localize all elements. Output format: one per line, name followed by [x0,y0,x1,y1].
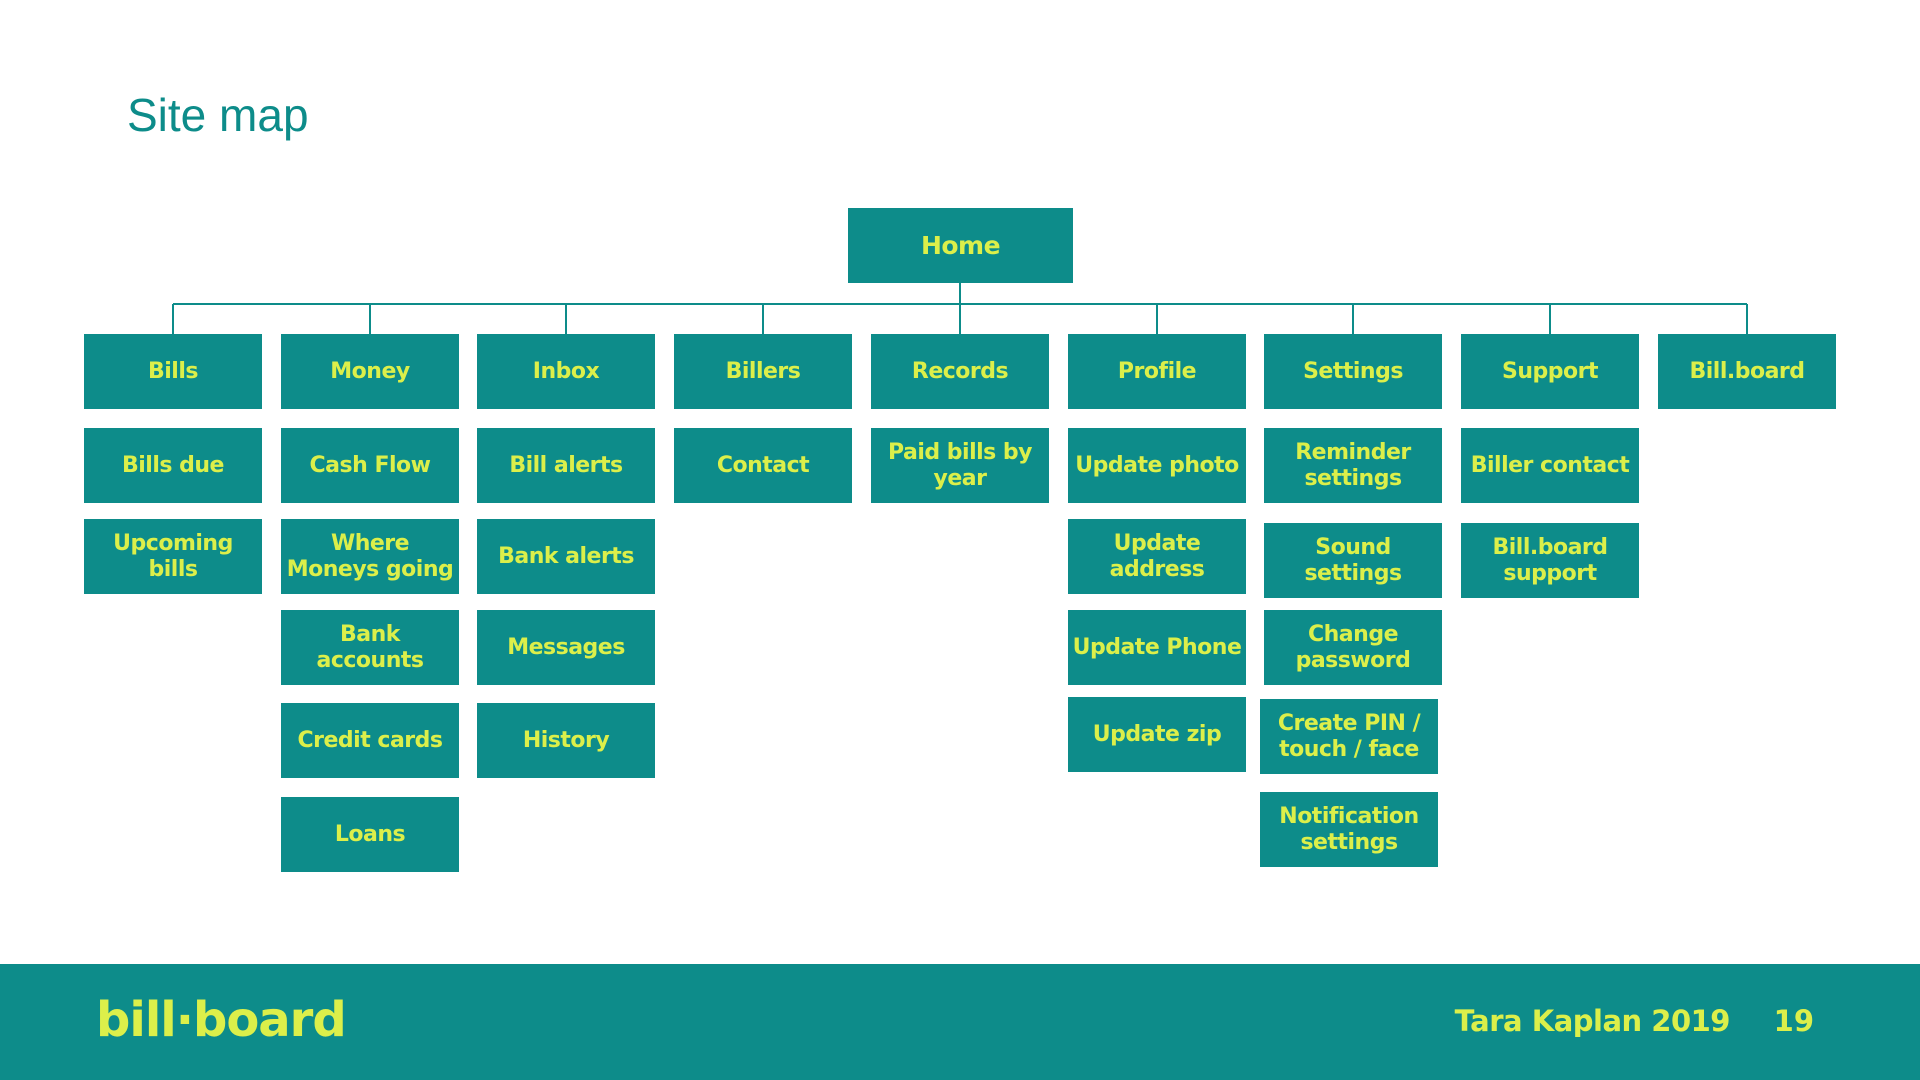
connector-lines [172,283,1748,334]
node-messages: Messages [477,610,655,685]
node-update-photo: Update photo [1068,428,1246,503]
node-sound-settings: Sound settings [1264,523,1442,598]
node-update-phone: Update Phone [1068,610,1246,685]
node-bills: Bills [84,334,262,409]
node-support: Support [1461,334,1639,409]
node-biller-contact: Biller contact [1461,428,1639,503]
node-credit-cards: Credit cards [281,703,459,778]
node-bills-due: Bills due [84,428,262,503]
node-records: Records [871,334,1049,409]
node-profile: Profile [1068,334,1246,409]
footer-bar: bill·board Tara Kaplan 2019 19 [0,964,1920,1080]
node-billers: Billers [674,334,852,409]
author-credit: Tara Kaplan 2019 [1454,1004,1731,1038]
node-inbox: Inbox [477,334,655,409]
node-contact: Contact [674,428,852,503]
node-reminder-settings: Reminder settings [1264,428,1442,503]
node-update-zip: Update zip [1068,697,1246,772]
node-billboard: Bill.board [1658,334,1836,409]
page-title: Site map [127,89,309,141]
node-history: History [477,703,655,778]
billboard-logo: bill·board [96,992,347,1048]
node-paid-bills-by-year: Paid bills by year [871,428,1049,503]
node-billboard-support: Bill.board support [1461,523,1639,598]
node-money: Money [281,334,459,409]
node-bill-alerts: Bill alerts [477,428,655,503]
page-number: 19 [1773,1004,1814,1038]
node-change-password: Change password [1264,610,1442,685]
node-bank-accounts: Bank accounts [281,610,459,685]
node-notification-settings: Notification settings [1260,792,1438,867]
node-update-address: Update address [1068,519,1246,594]
node-upcoming-bills: Upcoming bills [84,519,262,594]
node-where-moneys-going: Where Moneys going [281,519,459,594]
node-bank-alerts: Bank alerts [477,519,655,594]
node-loans: Loans [281,797,459,872]
node-settings: Settings [1264,334,1442,409]
node-home: Home [848,208,1073,283]
node-cash-flow: Cash Flow [281,428,459,503]
node-create-pin: Create PIN / touch / face [1260,699,1438,774]
